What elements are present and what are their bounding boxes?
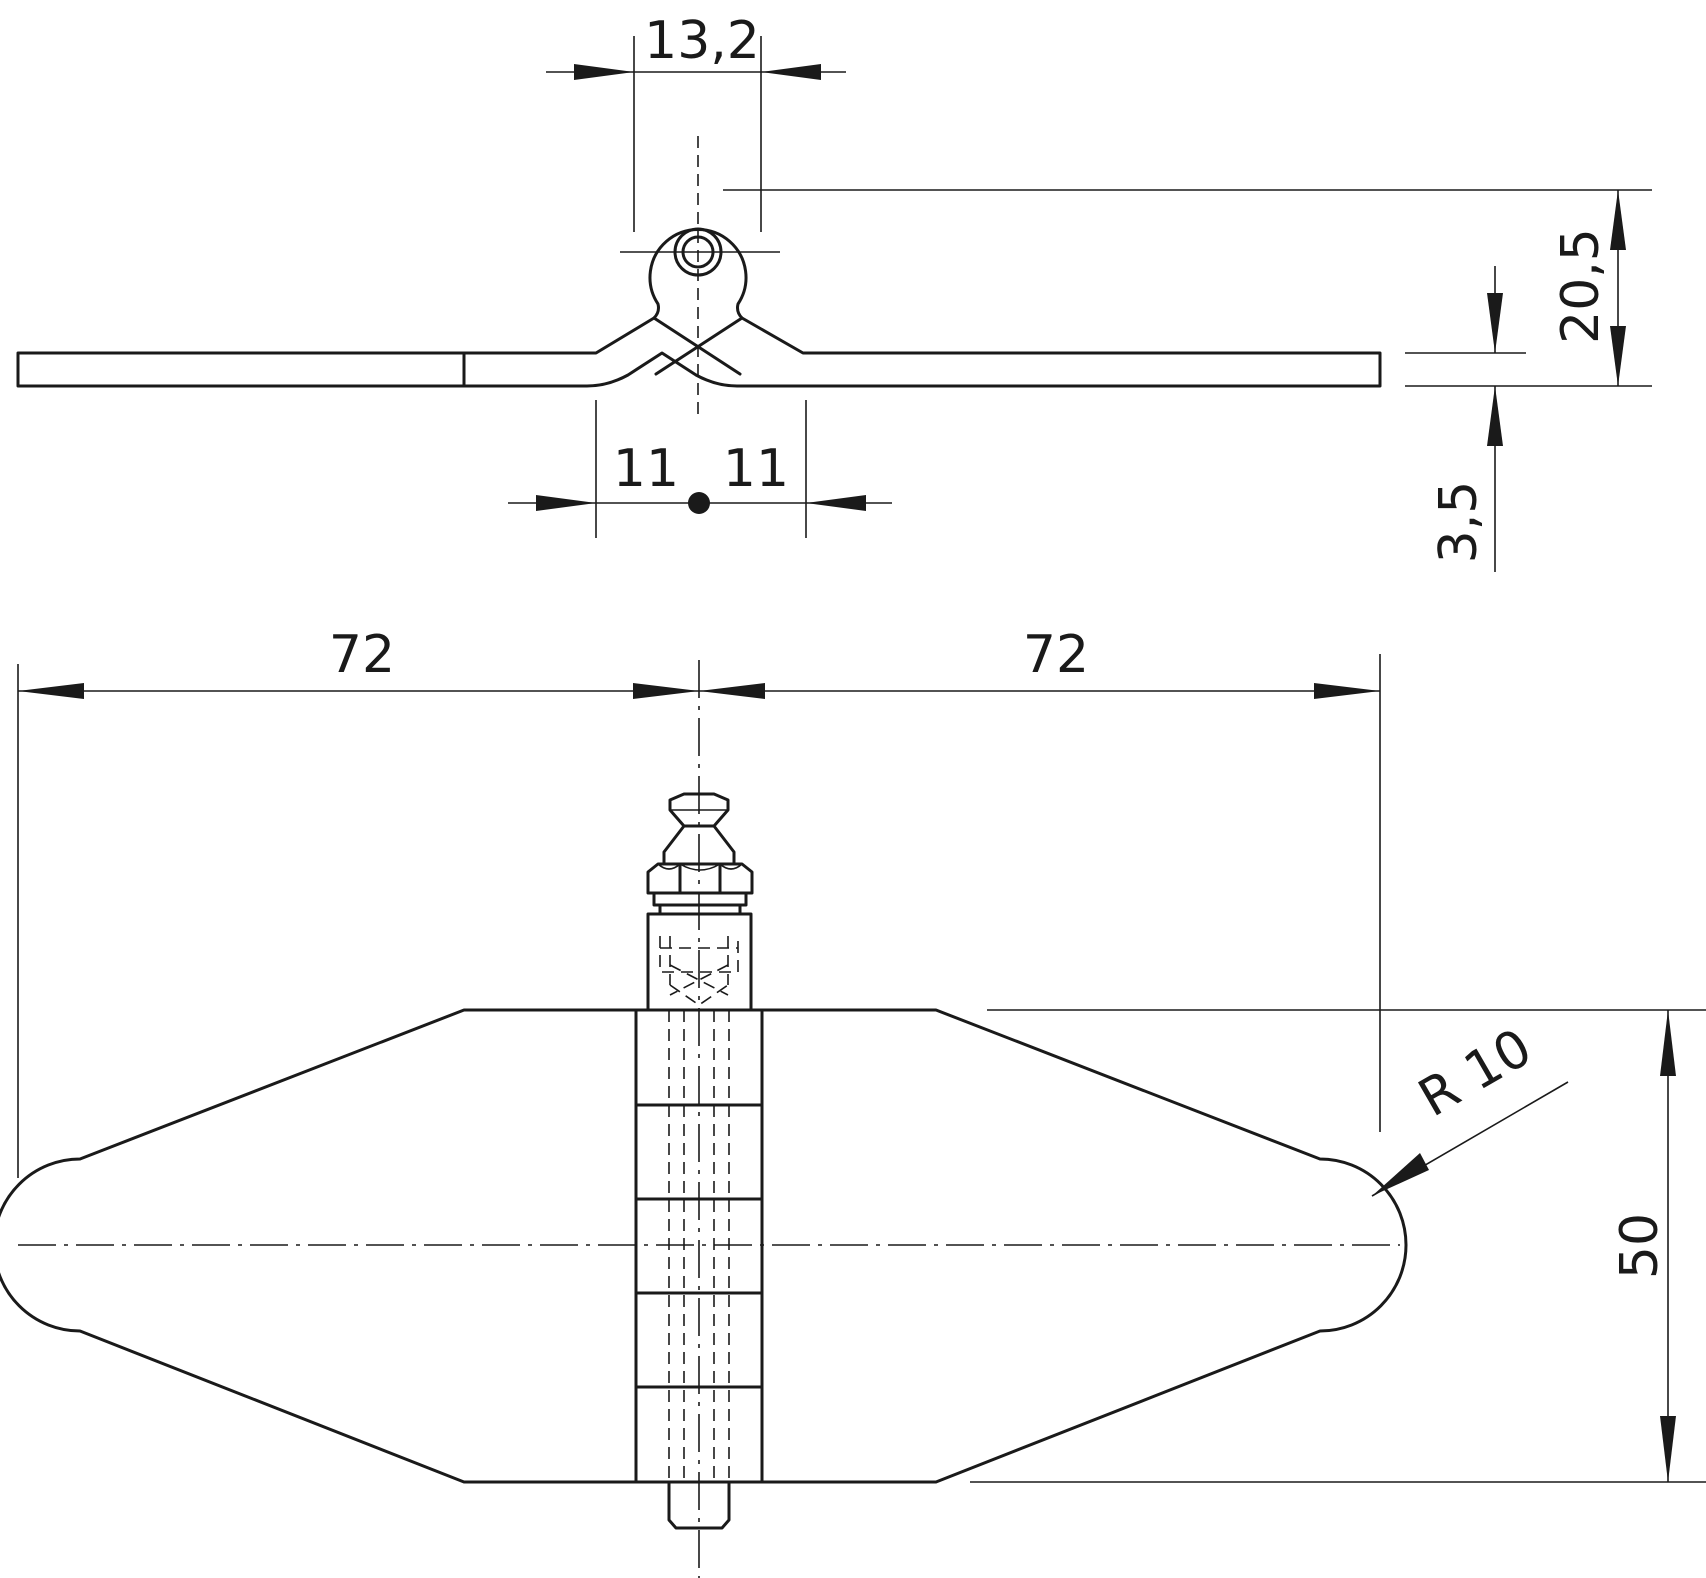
dimension-11-11: 11 11 (508, 400, 892, 538)
dimension-50: 50 (970, 1009, 1706, 1483)
dim-label-20-5: 20,5 (1551, 228, 1611, 344)
dim-label-50: 50 (1610, 1213, 1670, 1279)
dim-label-72-left: 72 (329, 625, 395, 685)
fold-line-right (654, 316, 744, 376)
plan-view (0, 660, 1408, 1578)
dimension-72-72: 72 72 (17, 625, 1381, 1178)
side-profile-view (16, 136, 1382, 420)
leaf-profile-outline (16, 227, 1382, 388)
leaf-plan-outline (0, 1008, 1408, 1484)
grease-nipple (646, 792, 754, 1012)
dimension-3-5: 3,5 (1405, 266, 1526, 572)
dimension-20-5: 20,5 (723, 189, 1652, 387)
dim-label-r10: R 10 (1409, 1018, 1542, 1129)
dim-label-11-right: 11 (723, 439, 789, 499)
dim-label-13-2: 13,2 (644, 11, 760, 71)
dimension-r10: R 10 (1371, 1018, 1569, 1197)
dim-label-11-left: 11 (613, 439, 679, 499)
dim-label-72-right: 72 (1023, 625, 1089, 685)
pin-end (667, 1480, 731, 1530)
dim-label-3-5: 3,5 (1429, 481, 1489, 564)
dimension-13-2: 13,2 (546, 11, 846, 232)
